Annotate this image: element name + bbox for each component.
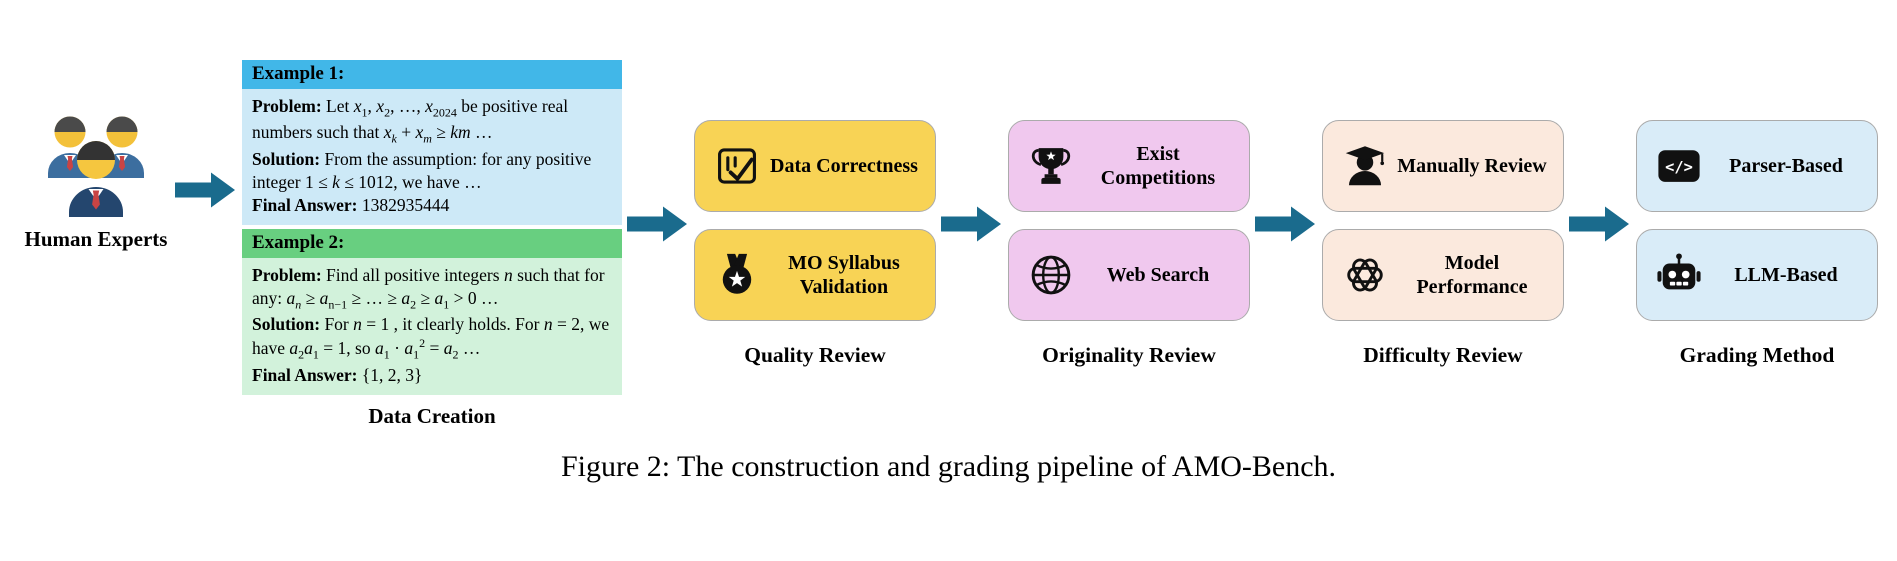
checklist-icon [711,144,763,188]
human-experts-group: Human Experts [22,104,170,252]
mo-syllabus-box: MO Syllabus Validation [694,229,936,321]
code-icon: </> [1653,143,1705,189]
llm-based-box: LLM-Based [1636,229,1878,321]
parser-based-label: Parser-Based [1729,154,1843,177]
figure-caption: Figure 2: The construction and grading p… [560,450,1337,483]
quality-review-group: Data Correctness MO Syllabus Validation … [694,120,936,368]
web-search-box: Web Search [1008,229,1250,321]
exist-competitions-label: Exist Competitions [1100,142,1216,189]
originality-review-label: Originality Review [1042,343,1216,367]
pipeline-diagram: Human Experts Example 1: Problem: Let x1… [22,60,1878,429]
quality-review-label: Quality Review [744,343,886,367]
data-correctness-box: Data Correctness [694,120,936,212]
manually-review-box: Manually Review [1322,120,1564,212]
exist-competitions-box: Exist Competitions [1008,120,1250,212]
human-experts-icon [48,116,144,217]
example-2-title: Example 2: [242,228,622,258]
web-search-label: Web Search [1106,263,1210,286]
trophy-icon [1025,144,1077,188]
data-creation-group: Example 1: Problem: Let x1, x2, …, x2024… [242,60,622,429]
flow-arrow [941,206,1001,242]
example-2-body: Problem: Find all positive integers n su… [242,257,622,395]
openai-logo-icon [1339,252,1391,298]
medal-icon [711,253,763,297]
difficulty-review-group: Manually Review Model Performance Diffic… [1322,120,1564,368]
flow-arrow [627,206,687,242]
human-experts-label: Human Experts [24,227,168,251]
data-creation-label: Data Creation [368,403,496,428]
robot-icon [1653,252,1705,298]
flow-arrow [1255,206,1315,242]
graduate-icon [1339,144,1391,188]
flow-arrow [1569,206,1629,242]
code-glyph: </> [1665,158,1693,176]
example-1-card: Example 1: Problem: Let x1, x2, …, x2024… [242,60,622,225]
mo-syllabus-label: MO Syllabus Validation [788,251,900,298]
grading-method-group: </> Parser-Based [1636,120,1878,368]
grading-method-label: Grading Method [1679,343,1835,367]
example-2-card: Example 2: Problem: Find all positive in… [242,228,622,395]
model-performance-box: Model Performance [1322,229,1564,321]
model-performance-label: Model Performance [1416,251,1528,298]
originality-review-group: Exist Competitions Web Search Originalit… [1008,120,1250,368]
globe-icon [1025,253,1077,297]
flow-arrow [175,172,235,208]
example-1-title: Example 1: [242,60,622,89]
manually-review-label: Manually Review [1397,154,1547,177]
parser-based-box: </> Parser-Based [1636,120,1878,212]
example-1-body: Problem: Let x1, x2, …, x2024 be positiv… [242,89,622,225]
llm-based-label: LLM-Based [1734,263,1838,286]
data-correctness-label: Data Correctness [770,154,918,177]
difficulty-review-label: Difficulty Review [1363,343,1523,367]
